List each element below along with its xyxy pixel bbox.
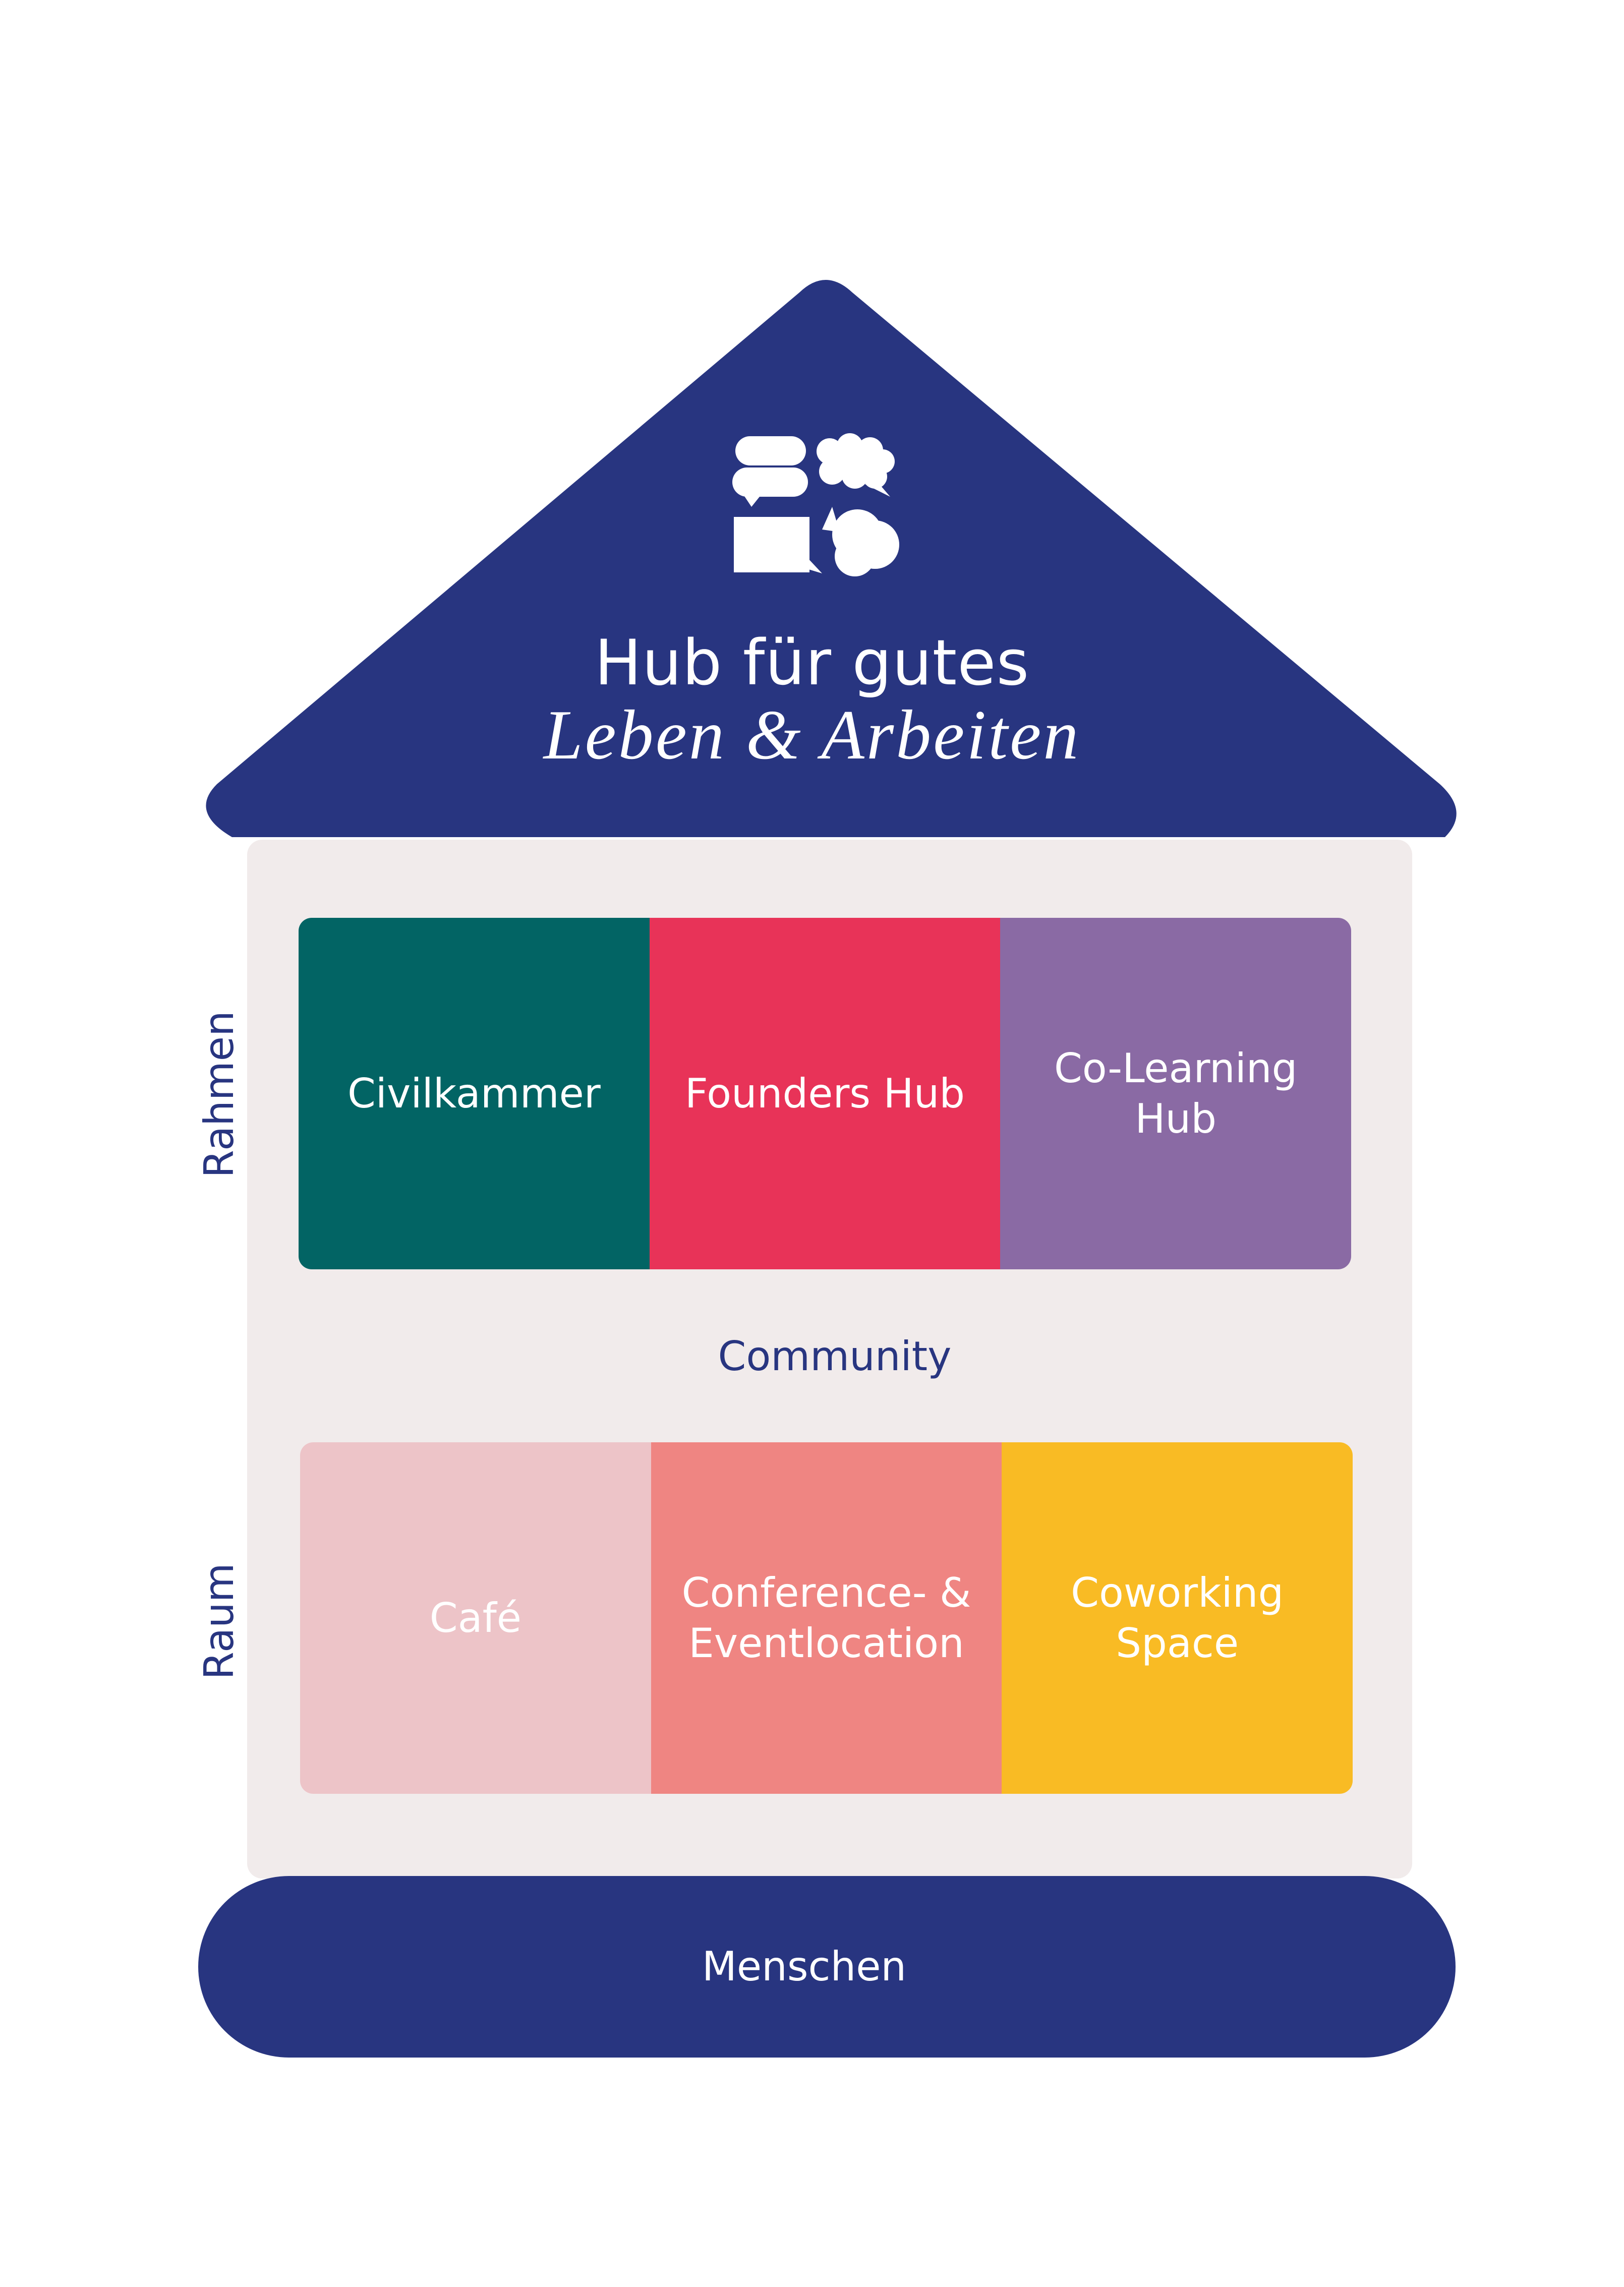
bubble-top-left-tail xyxy=(741,492,762,507)
rahmen-label: Rahmen xyxy=(196,1011,243,1178)
tile-founders-hub: Founders Hub xyxy=(649,918,1001,1269)
menschen-base: Menschen xyxy=(198,1876,1456,2058)
roof-shape xyxy=(206,280,1457,837)
bubble-top-left-lower xyxy=(732,467,808,497)
bubble-bottom-left xyxy=(734,517,809,572)
tile-coworking-space: Coworking Space xyxy=(1002,1442,1353,1794)
tile-conference-eventlocation: Conference- & Eventlocation xyxy=(651,1442,1002,1794)
hub-title-line2: Leben & Arbeiten xyxy=(543,696,1081,774)
tile-civilkammer: Civilkammer xyxy=(299,918,650,1269)
roof xyxy=(206,280,1457,837)
rahmen-row: Civilkammer Founders Hub Co-Learning Hub xyxy=(299,918,1351,1269)
community-label: Community xyxy=(718,1333,952,1380)
bubble-top-right-cloud xyxy=(817,433,895,497)
raum-label: Raum xyxy=(196,1563,243,1680)
speech-bubbles-logo-icon xyxy=(731,431,903,577)
tile-co-learning-hub: Co-Learning Hub xyxy=(1000,918,1351,1269)
hub-title-line1: Hub für gutes xyxy=(594,627,1030,699)
tile-cafe: Café xyxy=(300,1442,651,1794)
menschen-label: Menschen xyxy=(702,1943,907,1990)
bubble-bottom-right-round xyxy=(822,507,899,576)
bubble-bottom-left-tail xyxy=(802,557,822,573)
raum-row: Café Conference- & Eventlocation Coworki… xyxy=(300,1442,1353,1794)
bubble-top-left-upper xyxy=(735,436,806,465)
